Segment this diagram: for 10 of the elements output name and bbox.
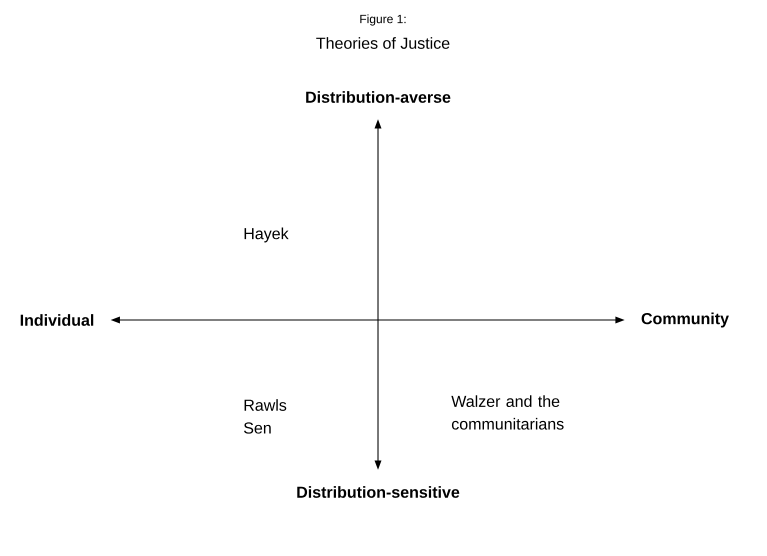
axis-label: Individual	[20, 314, 94, 326]
axis-label: Community	[642, 312, 729, 328]
figure-number: Figure 1:	[360, 14, 406, 26]
figure-title: Theories of Justice	[316, 37, 450, 49]
quadrant-label: Hayek	[244, 228, 289, 242]
axis-label: Distribution-averse	[306, 91, 450, 103]
axis-label: Distribution-sensitive	[297, 486, 460, 498]
quadrant-label: Walzer and the communitarians	[451, 395, 564, 430]
quadrant-label: Sen	[244, 422, 271, 434]
quadrant-label: Rawls	[244, 399, 286, 411]
